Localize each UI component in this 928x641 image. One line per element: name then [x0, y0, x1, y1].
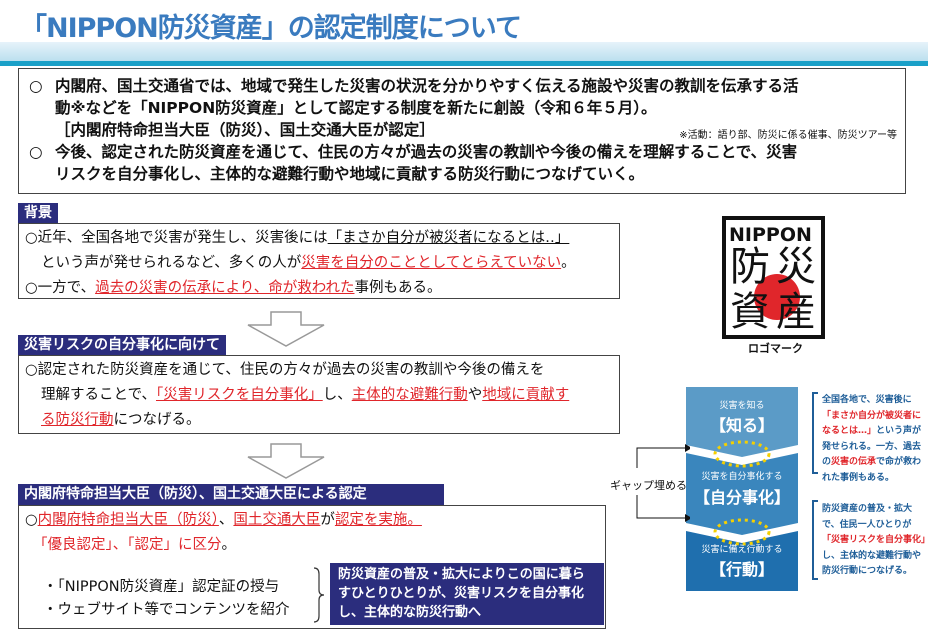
down-arrow-icon [247, 443, 325, 479]
brace-icon [313, 567, 325, 623]
flow-step-know: 【知る】 [709, 416, 774, 435]
nippon-bosai-logo: NIPPON 防 災 資 産 [722, 216, 825, 339]
flow-step-own-sub: 災害を自分事化する [701, 472, 783, 482]
flow-note-2: 防災資産の普及・拡大で、住民一人ひとりが「災害リスクを自分事化」し、主体的な避難… [822, 504, 928, 576]
overview-text-2: 今後、認定された防災資産を通じて、住民の方々が過去の災害の教訓や今後の備えを理解… [55, 143, 798, 183]
logo-caption: ロゴマーク [748, 342, 803, 355]
flow-step-know-sub: 災害を知る [719, 401, 765, 411]
section-label-background: 背景 [18, 203, 58, 224]
page-title: 「NIPPON防災資産」の認定制度について [20, 13, 522, 44]
bullet: ○ [29, 143, 43, 161]
bracket-icon [812, 392, 818, 474]
overview-box: ○ 内閣府、国土交通省では、地域で発生した災害の状況を分かりやすく伝える施設や災害… [18, 68, 906, 194]
flow-note-1: 全国各地で、災害後に「まさか自分が被災者になるとは…」という声が発せられる。一方… [822, 395, 922, 483]
flow-step-act-sub: 災害に備え行動する [701, 545, 783, 555]
certification-box: ○内閣府特命担当大臣（防災）、国土交通大臣が認定を実施。 「優良認定」、「認定」… [18, 505, 606, 629]
list-item: ・「NIPPON防災資産」認定証の授与 [43, 579, 280, 595]
activity-note: ※活動：語り部、防災に係る催事、防災ツアー等 [679, 130, 897, 141]
bullet: ○ [29, 77, 43, 95]
down-arrow-icon [247, 311, 325, 347]
background-box: ○近年、全国各地で災害が発生し、災害後には「まさか自分が被災者になるとは‥」 と… [18, 223, 620, 299]
gap-arrows-icon [636, 444, 690, 522]
overview-text: 内閣府、国土交通省では、地域で発生した災害の状況を分かりやすく伝える施設や災害の… [55, 77, 799, 139]
header-band [0, 42, 928, 62]
header-band-line [0, 61, 928, 66]
flow-step-own: 【自分事化】 [693, 488, 790, 507]
goal-box: 防災資産の普及・拡大によりこの国に暮らすひとりひとりが、災害リスクを自分事化し、… [330, 563, 604, 625]
section-label-certification: 内閣府特命担当大臣（防災）、国土交通大臣による認定 [18, 484, 444, 505]
section-label-ownership: 災害リスクの自分事化に向けて [18, 335, 226, 356]
gap-label: ギャップ埋める [610, 479, 687, 492]
list-item: ・ウェブサイト等でコンテンツを紹介 [43, 602, 290, 618]
ownership-box: ○認定された防災資産を通じて、住民の方々が過去の災害の教訓や今後の備えを 理解す… [18, 355, 620, 434]
flow-step-act: 【行動】 [709, 560, 774, 579]
flow-diagram [686, 387, 798, 591]
bracket-icon [812, 500, 818, 580]
